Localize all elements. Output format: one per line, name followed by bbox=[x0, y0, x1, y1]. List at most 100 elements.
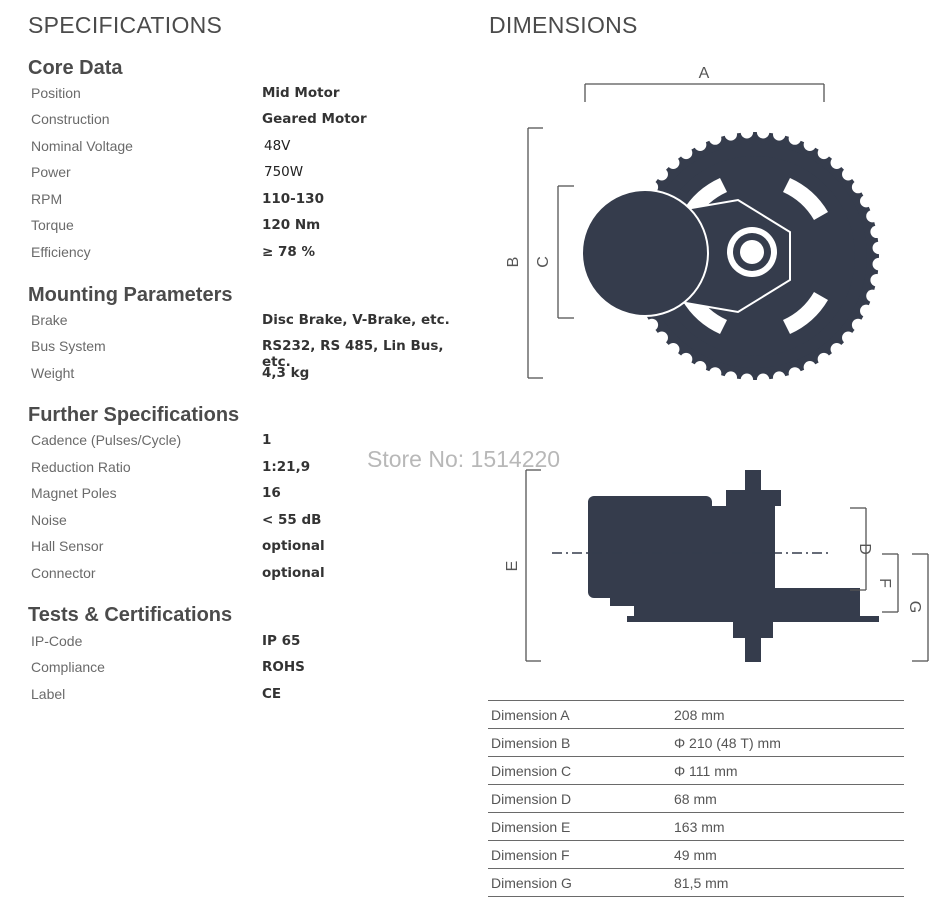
tooth-gap bbox=[679, 352, 693, 366]
dimension-value: 163 mm bbox=[674, 819, 725, 835]
spec-value: 750W bbox=[264, 164, 304, 180]
spec-value: 48V bbox=[264, 138, 291, 154]
spec-row-position: Position Mid Motor bbox=[31, 85, 471, 105]
dimension-g-bracket bbox=[912, 553, 929, 662]
spec-value: 4,3 kg bbox=[262, 365, 310, 381]
spec-row-magnet-poles: Magnet Poles 16 bbox=[31, 485, 471, 505]
dimension-label: Dimension D bbox=[491, 791, 572, 807]
spec-label: Noise bbox=[31, 512, 67, 528]
dimension-b-bracket bbox=[527, 127, 543, 379]
spec-row-construction: Construction Geared Motor bbox=[31, 111, 471, 131]
chainring-front-view bbox=[581, 126, 885, 386]
spec-row-nominal-voltage: Nominal Voltage 48V bbox=[31, 138, 471, 158]
spec-value: optional bbox=[262, 565, 325, 581]
spec-label: Torque bbox=[31, 217, 74, 233]
dimension-value: Φ 111 mm bbox=[674, 763, 738, 779]
spec-label: Hall Sensor bbox=[31, 538, 104, 554]
dimension-row: Dimension G 81,5 mm bbox=[488, 868, 904, 897]
spec-label: Weight bbox=[31, 365, 75, 381]
store-watermark: Store No: 1514220 bbox=[367, 446, 561, 472]
spec-label: Cadence (Pulses/Cycle) bbox=[31, 432, 182, 448]
spec-value: 110-130 bbox=[262, 191, 324, 207]
spec-value: Mid Motor bbox=[262, 85, 340, 101]
spec-row-bus-system: Bus System RS232, RS 485, Lin Bus, etc. bbox=[31, 338, 471, 370]
dimension-value: Φ 210 (48 T) mm bbox=[674, 735, 781, 751]
dimension-value: 49 mm bbox=[674, 847, 717, 863]
label-b: B bbox=[505, 257, 522, 268]
tooth-gap bbox=[772, 128, 786, 141]
label-f: F bbox=[876, 578, 893, 588]
spec-value: 1:21,9 bbox=[262, 459, 311, 475]
dimension-c-bracket bbox=[557, 185, 574, 319]
tooth-gap bbox=[870, 225, 883, 239]
spec-row-reduction-ratio: Reduction Ratio 1:21,9 bbox=[31, 459, 471, 479]
motor-dimension-diagram: A B C E bbox=[504, 65, 929, 662]
tooth-gap bbox=[655, 331, 668, 344]
tooth-gap bbox=[724, 128, 738, 141]
dimension-label: Dimension E bbox=[491, 819, 571, 835]
dimension-row: Dimension D 68 mm bbox=[488, 784, 904, 812]
spec-row-cadence: Cadence (Pulses/Cycle) 1 bbox=[31, 432, 471, 452]
tooth-gap bbox=[803, 138, 817, 151]
section-title-core: Core Data bbox=[28, 57, 123, 79]
tooth-gap bbox=[693, 138, 707, 151]
spec-row-power: Power 750W bbox=[31, 164, 471, 184]
spec-label: Brake bbox=[31, 312, 68, 328]
dimension-a-bracket bbox=[584, 83, 825, 102]
tooth-gap bbox=[724, 371, 738, 384]
spec-value: Disc Brake, V-Brake, etc. bbox=[262, 312, 450, 328]
spec-label: Nominal Voltage bbox=[31, 138, 133, 154]
spec-label: Efficiency bbox=[31, 244, 91, 260]
tooth-gap bbox=[708, 367, 722, 380]
dimension-label: Dimension G bbox=[491, 875, 572, 891]
spec-label: Position bbox=[31, 85, 81, 101]
dimension-row: Dimension B Φ 210 (48 T) mm bbox=[488, 728, 904, 756]
tooth-gap bbox=[803, 361, 817, 374]
spec-value: optional bbox=[262, 538, 325, 554]
tooth-gap bbox=[817, 146, 831, 160]
tooth-gap bbox=[860, 304, 873, 318]
spec-row-weight: Weight 4,3 kg bbox=[31, 365, 471, 385]
tooth-gap bbox=[851, 318, 865, 332]
tooth-gap bbox=[817, 352, 831, 366]
spec-row-brake: Brake Disc Brake, V-Brake, etc. bbox=[31, 312, 471, 332]
specifications-heading: SPECIFICATIONS bbox=[28, 12, 223, 38]
dimensions-heading: DIMENSIONS bbox=[489, 12, 638, 38]
tooth-gap bbox=[693, 361, 707, 374]
tooth-gap bbox=[756, 126, 770, 139]
tooth-gap bbox=[655, 168, 668, 181]
spec-value: IP 65 bbox=[262, 633, 301, 649]
spec-value: ≥ 78 % bbox=[262, 244, 316, 260]
spec-row-connector: Connector optional bbox=[31, 565, 471, 585]
spec-value: CE bbox=[262, 686, 282, 702]
dimension-value: 81,5 mm bbox=[674, 875, 729, 891]
tooth-gap bbox=[788, 132, 802, 145]
tooth-gap bbox=[667, 343, 680, 356]
spec-value: < 55 dB bbox=[262, 512, 322, 528]
spec-label: IP-Code bbox=[31, 633, 83, 649]
tooth-gap bbox=[866, 209, 879, 223]
dimension-d-bracket bbox=[850, 507, 867, 591]
spec-value: RS232, RS 485, Lin Bus, etc. bbox=[262, 338, 444, 370]
spec-label: Connector bbox=[31, 565, 96, 581]
motor-side-view bbox=[588, 470, 879, 662]
tooth-gap bbox=[842, 168, 855, 181]
tooth-gap bbox=[872, 257, 885, 271]
spec-label: Construction bbox=[31, 111, 110, 127]
dimension-value: 208 mm bbox=[674, 707, 725, 723]
spec-row-torque: Torque 120 Nm bbox=[31, 217, 471, 237]
spec-row-compliance: Compliance ROHS bbox=[31, 659, 471, 679]
tooth-gap bbox=[842, 331, 855, 344]
spec-row-rpm: RPM 110-130 bbox=[31, 191, 471, 211]
dimension-label: Dimension C bbox=[491, 763, 572, 779]
label-e: E bbox=[504, 561, 521, 572]
tooth-gap bbox=[645, 318, 659, 332]
dimension-value: 68 mm bbox=[674, 791, 717, 807]
section-title-further: Further Specifications bbox=[28, 404, 240, 426]
section-title-tests: Tests & Certifications bbox=[28, 604, 233, 626]
spec-label: Bus System bbox=[31, 338, 106, 354]
tooth-gap bbox=[788, 367, 802, 380]
tooth-gap bbox=[872, 241, 885, 255]
tooth-gap bbox=[830, 156, 843, 169]
tooth-gap bbox=[740, 373, 754, 386]
